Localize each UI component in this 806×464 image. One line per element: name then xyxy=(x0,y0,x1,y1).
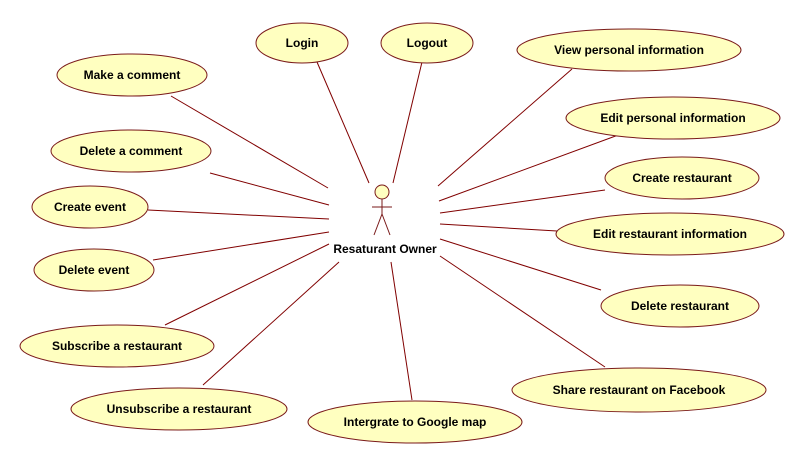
association-edit-restaurant-information xyxy=(439,223,558,232)
use-case-label: Create event xyxy=(54,200,126,214)
association-make-a-comment xyxy=(170,95,329,189)
use-case-label: Login xyxy=(286,36,319,50)
association-delete-a-comment xyxy=(209,172,330,206)
use-case-unsubscribe-a-restaurant[interactable]: Unsubscribe a restaurant xyxy=(70,387,288,431)
use-case-delete-restaurant[interactable]: Delete restaurant xyxy=(600,284,760,328)
association-create-restaurant xyxy=(439,189,606,214)
use-case-label: Make a comment xyxy=(84,68,181,82)
actor-resaturant-owner[interactable]: Resaturant Owner xyxy=(333,184,437,256)
association-login xyxy=(316,61,370,184)
associations xyxy=(147,61,622,401)
association-delete-event xyxy=(152,231,330,261)
use-case-create-event[interactable]: Create event xyxy=(31,185,149,229)
use-case-subscribe-a-restaurant[interactable]: Subscribe a restaurant xyxy=(19,324,215,368)
use-case-delete-event[interactable]: Delete event xyxy=(33,248,155,292)
use-case-label: Share restaurant on Facebook xyxy=(553,383,726,397)
use-case-logout[interactable]: Logout xyxy=(380,22,474,64)
use-case-label: Edit restaurant information xyxy=(593,227,747,241)
use-case-label: Logout xyxy=(407,36,448,50)
use-case-label: Delete a comment xyxy=(80,144,183,158)
association-share-restaurant-on-facebook xyxy=(439,255,606,368)
use-case-label: Delete restaurant xyxy=(631,299,729,313)
use-case-share-restaurant-on-facebook[interactable]: Share restaurant on Facebook xyxy=(511,367,767,413)
use-case-make-a-comment[interactable]: Make a comment xyxy=(56,53,208,97)
use-case-label: Create restaurant xyxy=(632,171,731,185)
use-case-intergrate-to-google-map[interactable]: Intergrate to Google map xyxy=(307,400,523,444)
use-case-edit-restaurant-information[interactable]: Edit restaurant information xyxy=(555,212,785,256)
use-case-delete-a-comment[interactable]: Delete a comment xyxy=(50,129,212,173)
use-case-label: Subscribe a restaurant xyxy=(52,339,182,353)
association-subscribe-a-restaurant xyxy=(164,243,330,326)
actor-name: Resaturant Owner xyxy=(333,242,437,256)
association-edit-personal-information xyxy=(438,133,622,202)
association-intergrate-to-google-map xyxy=(390,261,413,401)
use-case-login[interactable]: Login xyxy=(255,22,349,64)
use-case-label: Intergrate to Google map xyxy=(344,415,487,429)
use-case-edit-personal-information[interactable]: Edit personal information xyxy=(565,96,781,140)
use-case-view-personal-information[interactable]: View personal information xyxy=(516,28,742,72)
association-delete-restaurant xyxy=(439,238,602,291)
association-view-personal-information xyxy=(437,68,573,187)
use-case-label: Unsubscribe a restaurant xyxy=(107,402,252,416)
use-case-label: Edit personal information xyxy=(600,111,745,125)
stick-figure-icon xyxy=(372,184,392,236)
use-case-label: View personal information xyxy=(554,43,704,57)
association-unsubscribe-a-restaurant xyxy=(202,261,340,386)
use-case-label: Delete event xyxy=(59,263,130,277)
association-create-event xyxy=(147,209,330,220)
association-logout xyxy=(392,61,423,184)
use-case-create-restaurant[interactable]: Create restaurant xyxy=(604,156,760,200)
